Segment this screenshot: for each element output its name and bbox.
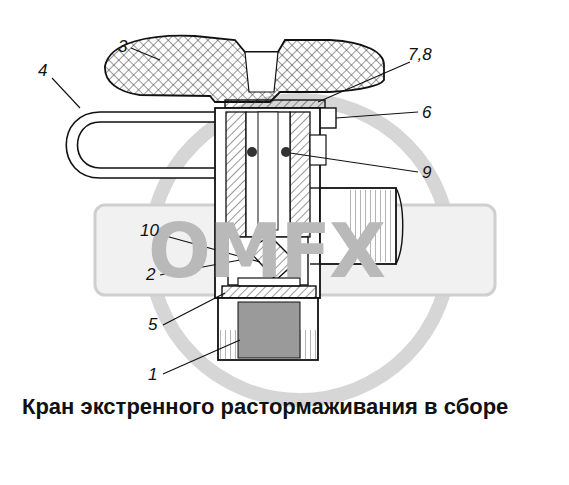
handwheel-hub <box>245 52 278 92</box>
callout-number: 2 <box>146 266 155 283</box>
inlet-bore <box>238 302 300 358</box>
leader-lines <box>52 48 418 374</box>
callout-number: 1 <box>148 366 157 383</box>
callout-number: 9 <box>422 164 431 181</box>
o-ring <box>247 147 257 157</box>
guide-bush <box>310 135 326 165</box>
callout-number: 3 <box>118 38 127 55</box>
callout-number: 7,8 <box>408 46 432 63</box>
callout-number: 6 <box>422 104 431 121</box>
o-ring <box>281 147 291 157</box>
stem <box>258 112 278 230</box>
callout-number: 10 <box>140 222 159 239</box>
caption: Кран экстренного растормаживания в сборе <box>22 392 542 422</box>
lever-loop <box>66 112 230 178</box>
washer <box>225 100 325 108</box>
watermark: OMFX <box>148 214 384 288</box>
inlet-fitting <box>218 298 318 360</box>
callout-number: 4 <box>38 62 47 79</box>
watermark-band <box>95 205 495 295</box>
callout-number: 5 <box>148 316 157 333</box>
